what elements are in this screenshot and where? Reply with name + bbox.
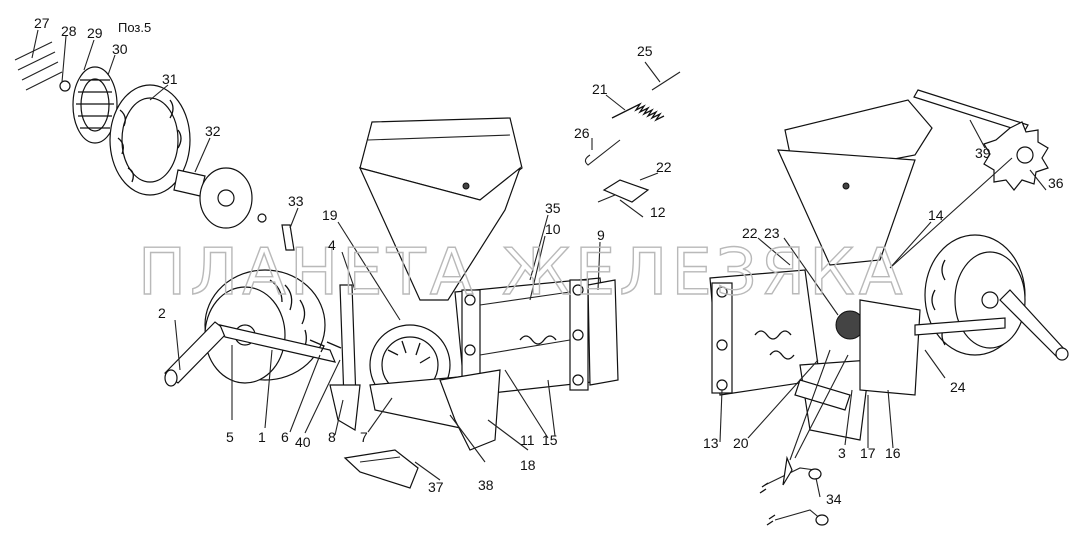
right-hopper: [777, 99, 933, 266]
callout-label: 24: [950, 379, 966, 395]
callout-label: 16: [885, 445, 901, 461]
callout-label: 17: [860, 445, 876, 461]
left-hopper: [358, 117, 523, 301]
callout-label: 21: [592, 81, 608, 97]
callout-label: 33: [288, 193, 304, 209]
callout-label: 3: [838, 445, 846, 461]
right-frame: [709, 269, 821, 396]
callout-label: 14: [928, 207, 944, 223]
callout-label: 38: [478, 477, 494, 493]
callout-label: 4: [328, 237, 336, 253]
left-seed-housing: [369, 324, 501, 451]
callout-label: 9: [597, 227, 605, 243]
callout-label: 8: [328, 429, 336, 445]
callout-labels: 27 28 29 30 31 32 33 25 21 26 22 12 35 1…: [34, 15, 1064, 507]
callout-label: 29: [87, 25, 103, 41]
watermark-text: ПЛАНЕТА ЖЕЛЕЗЯКА: [138, 236, 906, 310]
callout-label: 25: [637, 43, 653, 59]
left-furrow-opener: [343, 449, 419, 489]
right-drawbar: [914, 289, 1069, 361]
callout-label: 7: [360, 429, 368, 445]
callout-label: 12: [650, 204, 666, 220]
callout-label: 37: [428, 479, 444, 495]
callout-label: 20: [733, 435, 749, 451]
callout-label: 28: [61, 23, 77, 39]
callout-label: 36: [1048, 175, 1064, 191]
callout-label: 34: [826, 491, 842, 507]
spring-assembly: [584, 71, 681, 203]
left-drawbar: [164, 321, 342, 387]
callout-label: 19: [322, 207, 338, 223]
left-exploded-parts: [14, 41, 295, 251]
callout-label: 32: [205, 123, 221, 139]
callout-label: 5: [226, 429, 234, 445]
callout-label: 11: [520, 432, 535, 448]
callout-label: 22: [656, 159, 672, 175]
callout-label: 30: [112, 41, 128, 57]
callout-label: 22: [742, 225, 758, 241]
callout-label: 1: [258, 429, 266, 445]
callout-label: 13: [703, 435, 719, 451]
leader-lines: [31, 29, 1047, 498]
callout-label: 35: [545, 200, 561, 216]
left-vertical-bracket: [329, 284, 361, 431]
callout-label: 27: [34, 15, 50, 31]
callout-label: 18: [520, 457, 536, 473]
callout-label: 23: [764, 225, 780, 241]
callout-label: 31: [162, 71, 178, 87]
callout-label: 26: [574, 125, 590, 141]
callout-label: 10: [545, 221, 561, 237]
callout-label: 15: [542, 432, 558, 448]
left-seeder-section: [14, 41, 681, 489]
callout-label: 39: [975, 145, 991, 161]
callout-label: 6: [281, 429, 289, 445]
right-seed-housing: [794, 299, 921, 441]
callout-label: 40: [295, 434, 311, 450]
left-frame: [454, 277, 619, 401]
callout-label: 2: [158, 305, 166, 321]
position-note: Поз.5: [118, 20, 151, 35]
